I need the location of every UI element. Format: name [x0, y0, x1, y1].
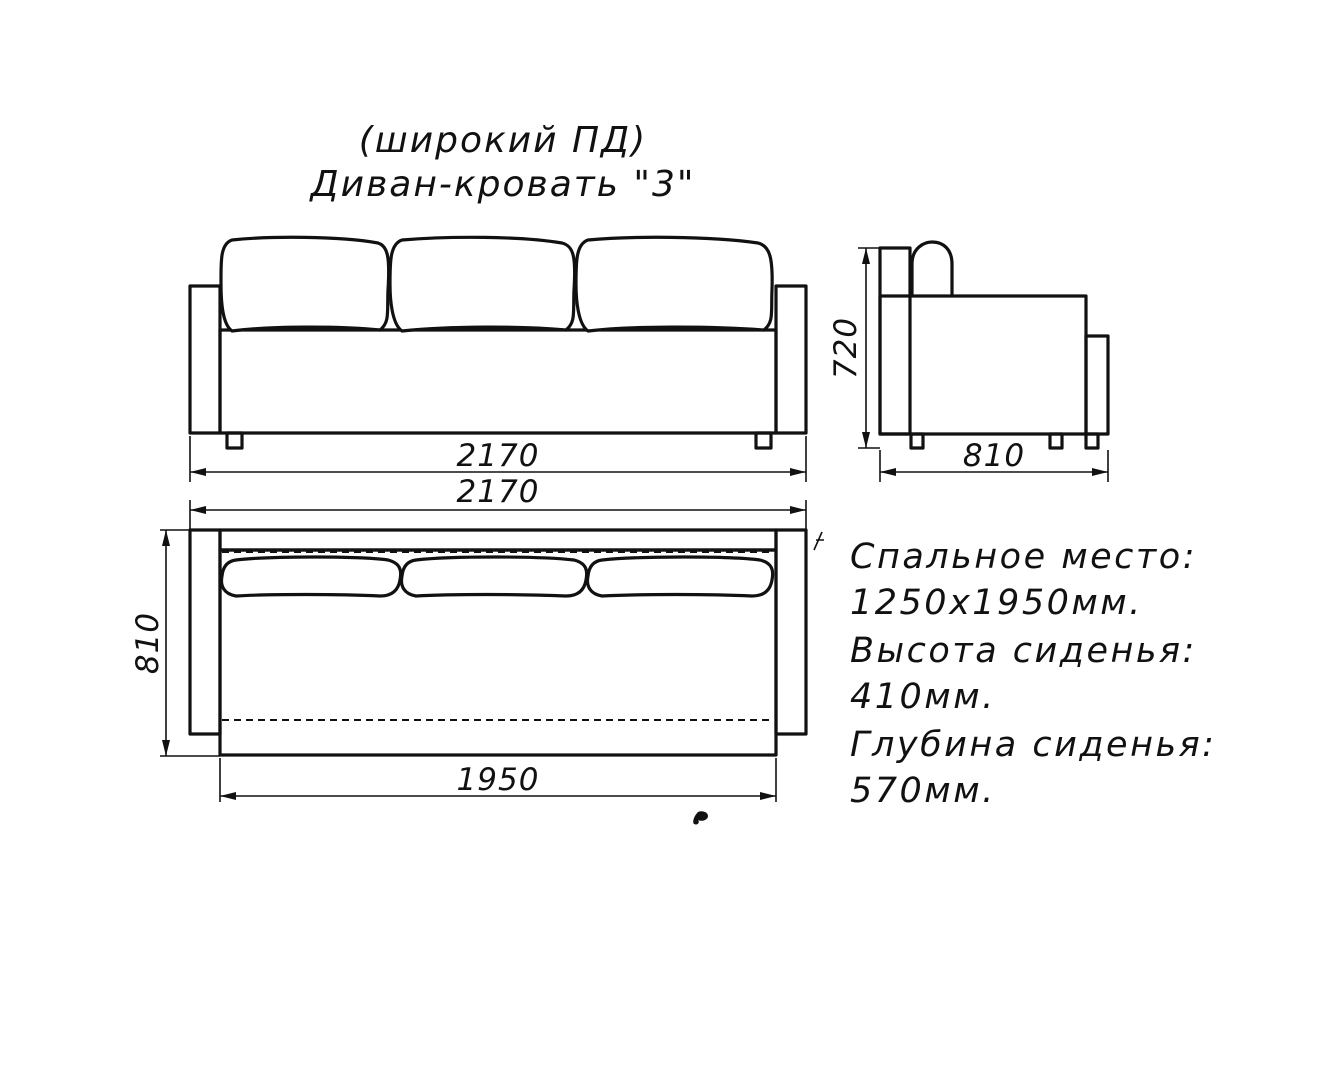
spec-line-1: Спальное место: — [850, 537, 1197, 577]
side-leg-arm — [1084, 432, 1100, 450]
side-depth-label: 810 — [963, 438, 1025, 474]
back-cushion-2 — [388, 235, 577, 333]
side-back-post — [878, 246, 912, 436]
side-front-armrest — [1084, 334, 1110, 436]
top-pillow-2 — [399, 555, 589, 598]
back-cushion-1 — [219, 235, 391, 333]
specifications: Спальное место: 1250х1950мм. Высота сиде… — [850, 537, 1216, 811]
spec-line-2: 1250х1950мм. — [850, 583, 1143, 623]
side-view: 720 810 — [828, 240, 1110, 482]
spec-line-3: Высота сиденья: — [850, 631, 1197, 671]
top-right-armrest — [774, 528, 808, 736]
front-leg-right — [754, 431, 773, 450]
spec-line-4: 410мм. — [850, 677, 996, 717]
bed-length-label: 1950 — [457, 762, 540, 798]
top-view: 2170 810 1950 — [130, 474, 824, 825]
front-leg-left — [225, 431, 244, 450]
front-width-label: 2170 — [457, 438, 540, 474]
spec-line-6: 570мм. — [850, 771, 996, 811]
spec-line-5: Глубина сиденья: — [850, 725, 1216, 765]
side-pillow — [910, 240, 954, 298]
front-right-armrest — [774, 284, 808, 435]
front-seat-base — [218, 328, 778, 435]
top-mattress — [218, 548, 778, 757]
title-line-1: (широкий ПД) — [359, 120, 647, 161]
front-view: 2170 — [188, 235, 808, 482]
top-left-armrest — [188, 528, 222, 736]
title-line-2: Диван-кровать "3" — [309, 164, 696, 205]
top-pillow-1 — [219, 555, 403, 598]
top-width-label: 2170 — [457, 474, 540, 510]
side-height-label: 720 — [828, 317, 864, 379]
top-depth-label: 810 — [130, 612, 166, 674]
front-left-armrest — [188, 284, 222, 435]
side-leg-back — [909, 432, 925, 450]
side-leg-front — [1048, 432, 1064, 450]
top-back — [218, 528, 778, 552]
back-cushion-3 — [574, 235, 774, 333]
top-pillow-3 — [585, 555, 775, 598]
